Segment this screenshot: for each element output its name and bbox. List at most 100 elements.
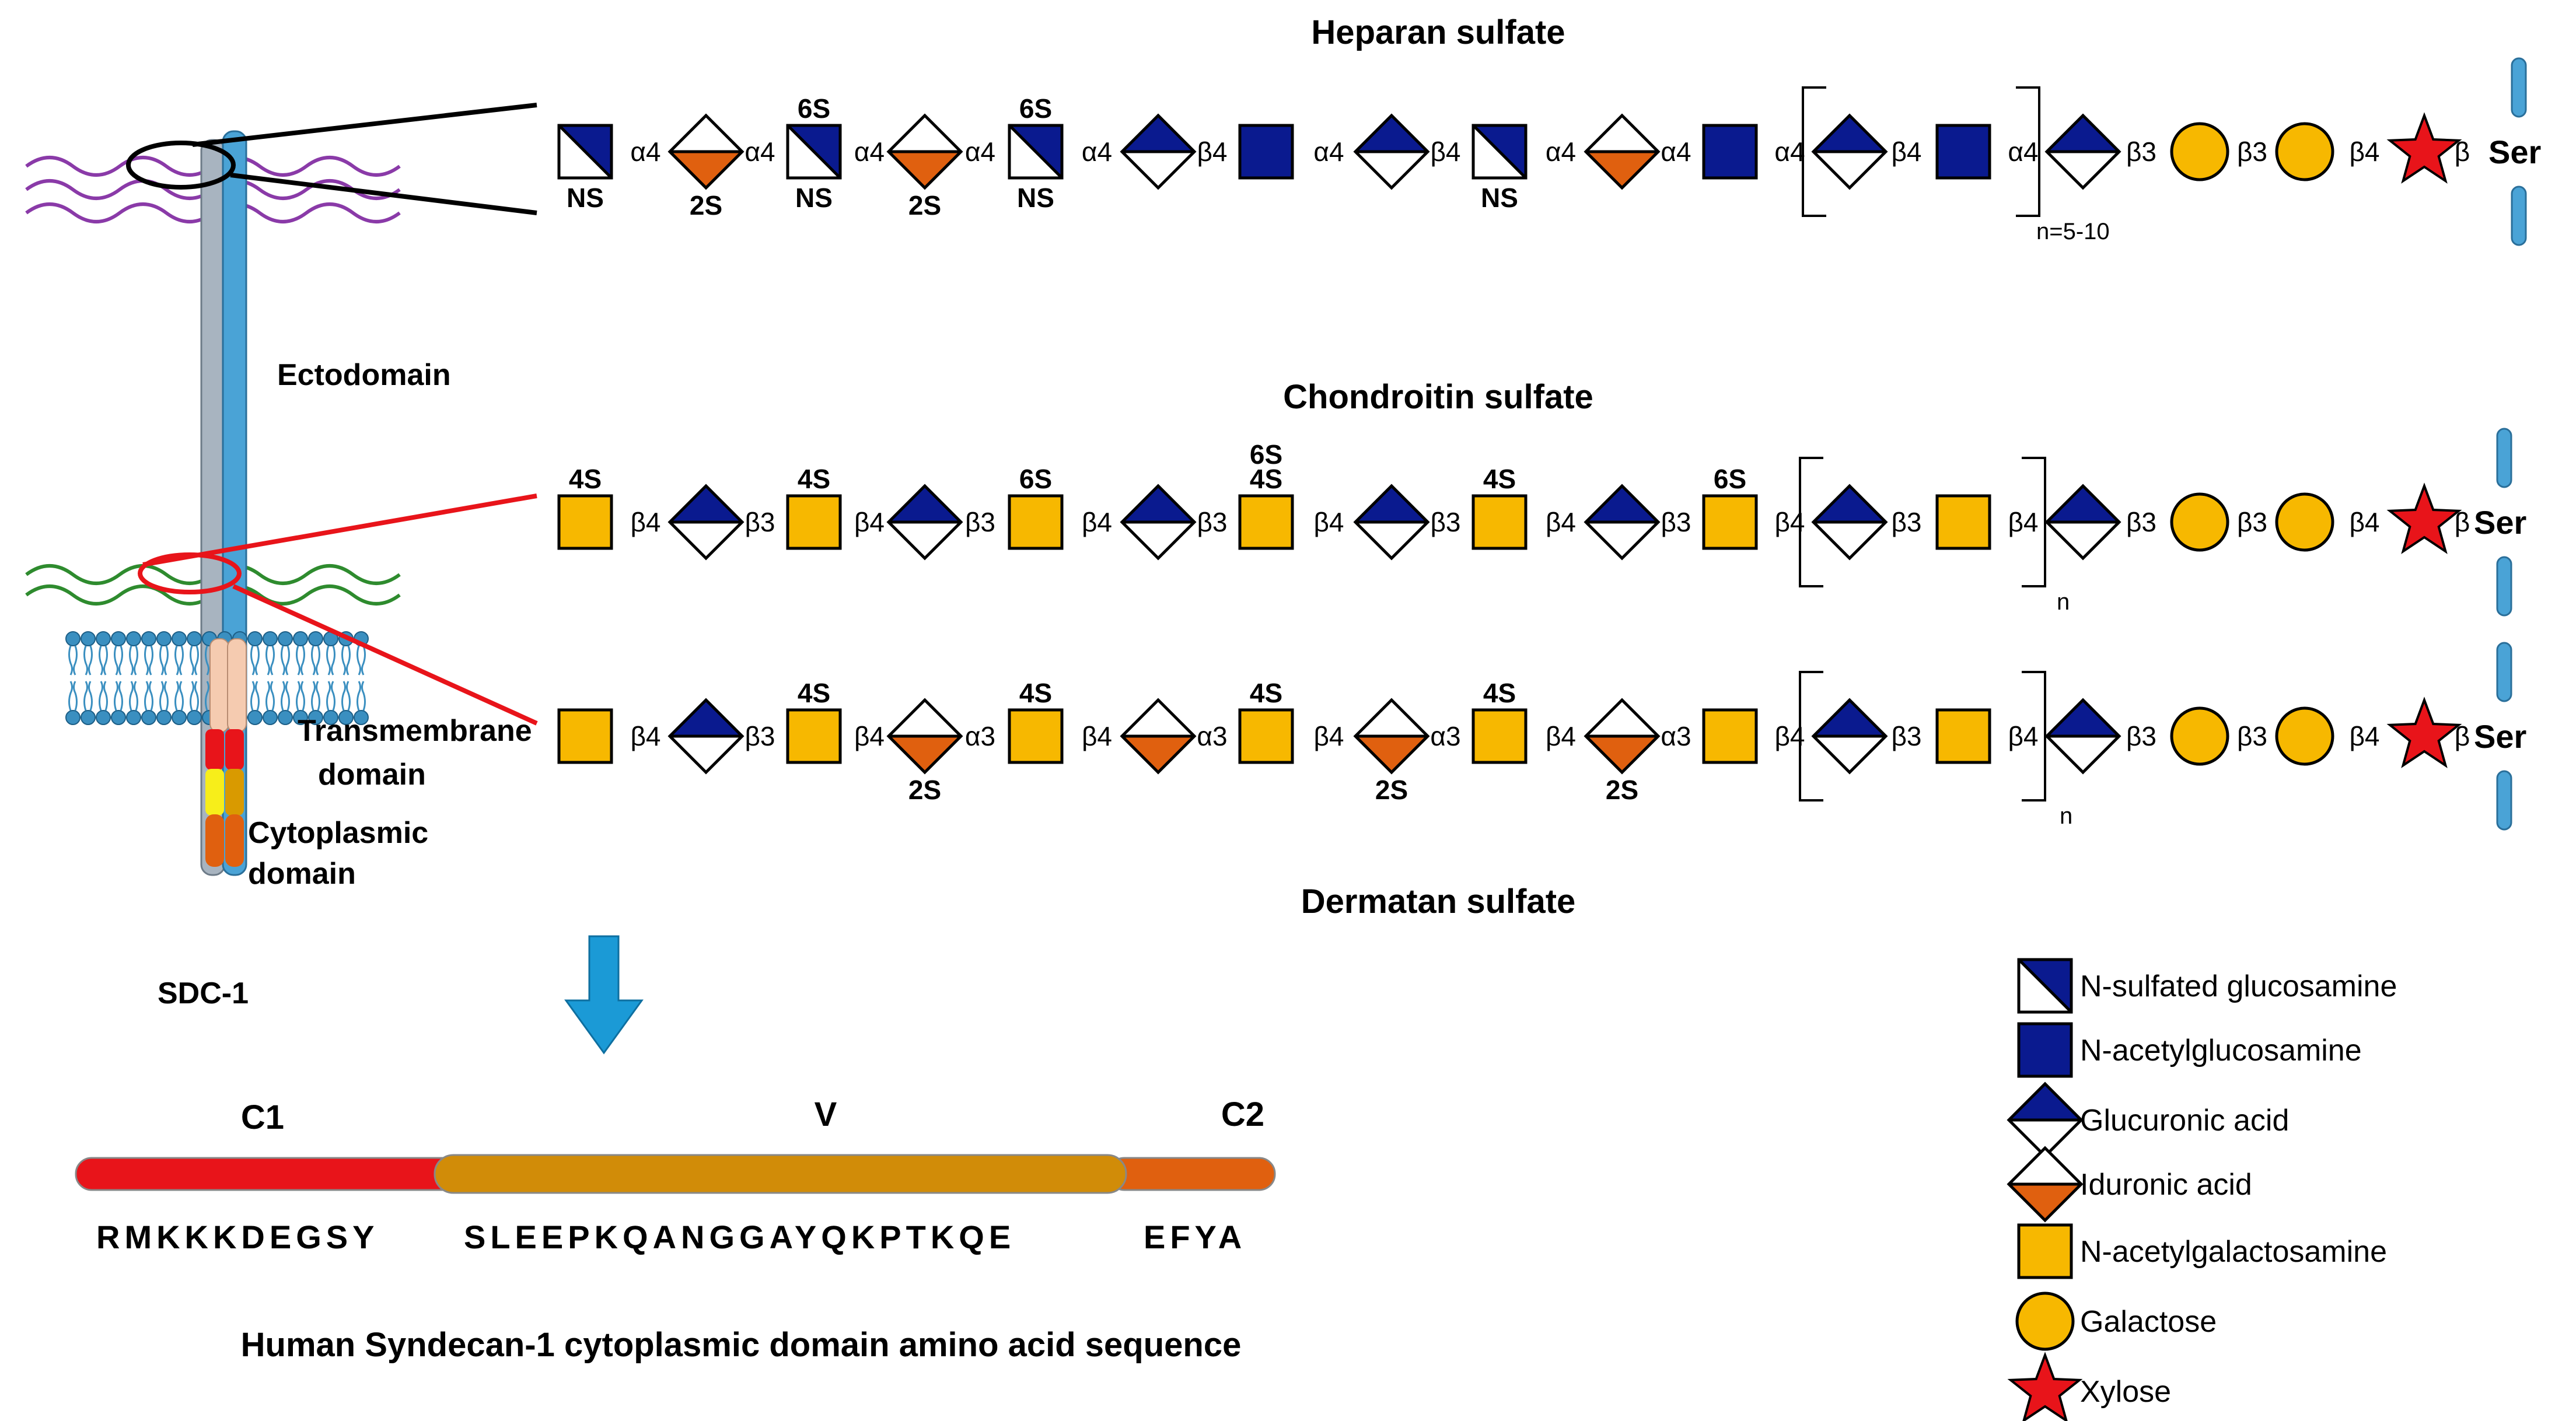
dermatan_chain-sugar-galnac-6 [1238,708,1294,764]
legend-xyl-icon [2007,1352,2083,1421]
lipid-tail [316,645,320,676]
heparan_chain-linkage-2: α4 [854,136,885,167]
dermatan_chain-sugar-ido-9 [1584,698,1661,775]
lipid-head [81,710,96,725]
dermatan_chain-linkage-16: β [2455,721,2470,751]
heparan_chain-mod-top-2: 6S [798,93,830,124]
legend-glcnac-icon [2017,1022,2073,1078]
dermatan_chain-linkage-5: α3 [1197,721,1227,751]
sequence-v: SLEEPKQANGGAYQKPTKQE [464,1219,1015,1255]
heparan_chain-sugar-xyl-16 [2386,112,2462,184]
legend: N-sulfated glucosamineN-acetylglucosamin… [2007,958,2397,1421]
chondroitin_chain-mod-top-6: 4S [1250,464,1282,494]
lipid-head [65,631,81,646]
dermatan_chain-linkage-8: β4 [1546,721,1576,751]
legend-label-glca: Glucuronic acid [2080,1104,2289,1138]
heparan_chain-linkage-1: α4 [745,136,775,167]
dermatan_chain-linkage-2: β4 [854,721,885,751]
lipid-tail [341,645,346,676]
dermatan_chain-linkage-12: β4 [2008,721,2038,751]
cytoplasmic-label-2: domain [248,857,356,891]
dermatan_chain-linkage-9: α3 [1661,721,1691,751]
dermatan_chain-linkage-4: β4 [1082,721,1112,751]
dermatan_chain-mod-bottom-7: 2S [1375,775,1408,805]
lipid-tail [326,645,331,676]
lipid-head [156,631,172,646]
lipid-head [354,710,369,725]
lipid-tail [118,645,123,676]
dermatan_chain-linkage-14: β3 [2237,721,2267,751]
legend-label-glcnac: N-acetylglucosamine [2080,1034,2362,1068]
cytoplasmic-domain-bar [75,1154,1276,1194]
lipid-tail [346,645,351,676]
sequence-c1: RMKKKDEGSY [96,1219,379,1255]
heparan_chain-linkage-10: α4 [1774,136,1805,167]
chondroitin_chain-linkage-5: β3 [1197,507,1227,537]
chondroitin_chain-sugar-glca-11 [1811,484,1888,561]
heparan_chain-bracket-left [1802,86,1826,217]
chondroitin-title: Chondroitin sulfate [1283,378,1593,416]
lipid-head [247,710,263,725]
dermatan_chain-linkage-0: β4 [630,721,660,751]
heparan_chain-sugar-ido-1 [667,113,745,190]
lipid-head [126,710,141,725]
heparan_chain-sugar-gal-15 [2275,122,2334,181]
dermatan_chain-sugar-galnac-2 [786,708,842,764]
dermatan_chain-mod-top-8: 4S [1483,678,1516,708]
heparan_chain-sugar-glca-5 [1120,113,1197,190]
lipid-tail [331,681,335,711]
cytoplasmic-v-right [225,769,244,816]
lipid-tail [311,645,316,676]
lipid-tail [341,681,346,711]
chondroitin_chain-sugar-galnac-12 [1935,494,1991,550]
dermatan_chain-sugar-glca-11 [1811,698,1888,775]
lipid-tail [68,681,73,711]
dermatan_chain-linkage-11: β3 [1891,721,1921,751]
heparan_chain-mod-bottom-1: 2S [690,190,722,220]
lipid-tail [164,645,169,676]
lipid-tail [103,681,108,711]
c1-region [75,1157,485,1191]
down-arrow-icon [564,935,644,1055]
lipid-head [278,710,293,725]
chondroitin_chain-mod-top-6: 6S [1250,439,1282,470]
lipid-tail [361,645,366,676]
heparan_chain-linkage-11: β4 [1891,136,1921,167]
dermatan_chain-sugar-glca-1 [667,698,745,775]
lipid-head [187,710,202,725]
lipid-head [111,631,126,646]
dermatan_chain-sugar-galnac-8 [1471,708,1528,764]
chondroitin_chain-linkage-3: β3 [965,507,995,537]
chondroitin_chain-linkage-15: β4 [2349,507,2379,537]
lipid-tail [88,645,93,676]
lipid-tail [129,681,134,711]
sdc1-label: SDC-1 [158,977,249,1010]
legend-ido-icon [2007,1146,2084,1223]
chondroitin_chain-sugar-glca-3 [886,484,963,561]
heparan_chain-linkage-6: α4 [1313,136,1344,167]
heparan_chain-sugar-glcnac-6 [1238,124,1294,180]
lipid-tail [346,681,351,711]
chondroitin_chain-linkage-4: β4 [1082,507,1112,537]
dermatan_chain-linkage-13: β3 [2126,721,2156,751]
cytoplasmic-c1-right [225,729,244,770]
chondroitin_chain-sugar-glca-1 [667,484,745,561]
dermatan_chain-bracket-left [1799,671,1823,802]
heparan-zoom-line-bottom [230,173,537,215]
dermatan_chain-sugar-galnac-0 [557,708,613,764]
lipid-tail [300,645,305,676]
heparan_chain-mod-bottom-8: NS [1481,183,1518,213]
chondroitin_chain-sugar-galnac-4 [1008,494,1064,550]
c2-label: C2 [1221,1096,1264,1133]
chondroitin_chain-linkage-0: β4 [630,507,660,537]
lipid-tail [144,645,149,676]
lipid-head [96,710,111,725]
heparan_chain-sugar-ido-9 [1584,113,1661,190]
heparan-title: Heparan sulfate [1311,13,1565,51]
chondroitin_chain-sugar-galnac-6 [1238,494,1294,550]
heparan-zoom-line-top [192,103,537,147]
heparan_chain-sugar-glca-13 [2044,113,2121,190]
